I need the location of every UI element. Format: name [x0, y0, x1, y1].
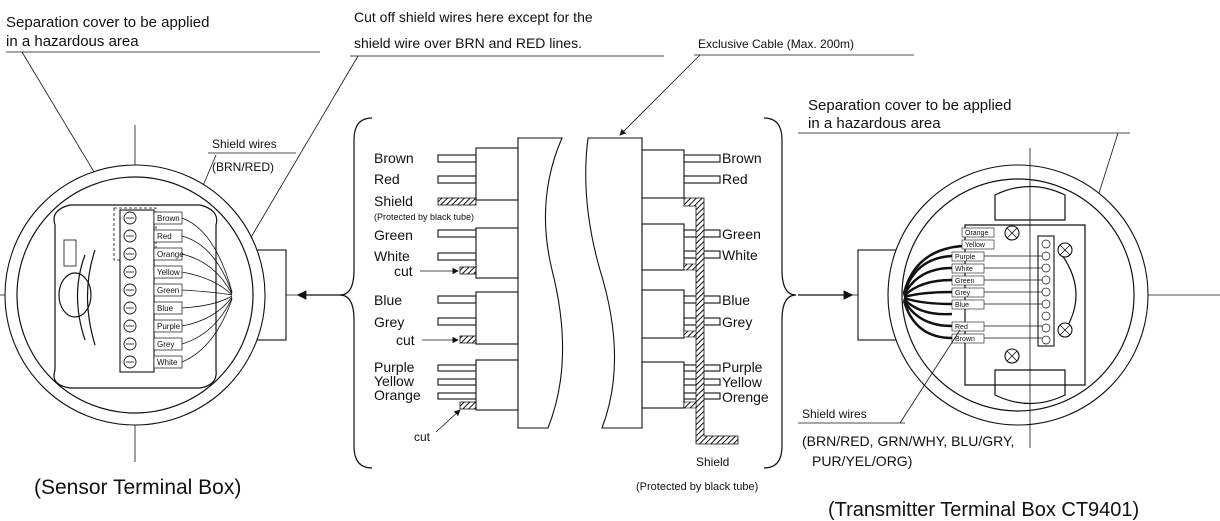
callout-cut-off: Cut off shield wires here except for the… — [213, 9, 664, 301]
left-label-cut2: cut — [396, 332, 415, 348]
left-brace — [339, 117, 373, 469]
left-label-green: Green — [374, 227, 413, 243]
tx-term-2: Yellow — [965, 242, 986, 249]
sensor-cover-line1: Separation cover to be applied — [6, 14, 209, 31]
sensor-terminal-block: Brown Red Orange Yellow Green Blue Purpl… — [119, 209, 184, 373]
tx-shield-line2: (BRN/RED, GRN/WHY, BLU/GRY, — [802, 433, 1014, 449]
right-label-grey: Grey — [722, 314, 752, 330]
transmitter-wires — [902, 244, 963, 340]
tx-term-3: Purple — [955, 254, 975, 261]
tx-term-7: Blue — [955, 302, 969, 309]
left-label-purple: Purple — [374, 359, 415, 375]
tx-term-5: Green — [955, 278, 975, 285]
tx-shield-line1: Shield wires — [802, 407, 867, 421]
callout-exclusive-cable: Exclusive Cable (Max. 200m) — [619, 37, 914, 136]
sensor-term-8: Grey — [157, 340, 174, 349]
caption-transmitter-box: (Transmitter Terminal Box CT9401) — [828, 499, 1139, 521]
sensor-shield-line2: (BRN/RED) — [212, 160, 274, 174]
sensor-cover-line2: in a hazardous area — [6, 33, 139, 50]
left-label-red: Red — [374, 171, 400, 187]
sensor-term-6: Blue — [157, 304, 174, 313]
cut-off-line2: shield wire over BRN and RED lines. — [354, 35, 582, 51]
left-label-grey: Grey — [374, 314, 404, 330]
left-label-cut3: cut — [414, 430, 431, 444]
transmitter-terminal-block: Orange Yellow Purple White Green Grey Bl… — [951, 227, 1055, 347]
right-label-orange: Orenge — [722, 389, 769, 405]
right-label-white: White — [722, 247, 758, 263]
left-label-shield-note: (Protected by black tube) — [374, 212, 474, 222]
transmitter-screws — [1004, 225, 1073, 364]
sensor-term-3: Orange — [157, 250, 184, 259]
sensor-term-2: Red — [157, 232, 172, 241]
right-label-green: Green — [722, 226, 761, 242]
transmitter-cover-line2: in a hazardous area — [808, 115, 941, 132]
tx-term-4: White — [955, 266, 973, 273]
transmitter-terminal-box: Orange Yellow Purple White Green Grey Bl… — [852, 148, 1220, 448]
cut-off-line1: Cut off shield wires here except for the — [354, 9, 593, 25]
tx-term-8: Red — [955, 324, 968, 331]
tx-term-1: Orange — [965, 230, 988, 237]
sensor-term-1: Brown — [157, 214, 180, 223]
left-label-yellow: Yellow — [374, 373, 415, 389]
right-label-brown: Brown — [722, 150, 762, 166]
sensor-term-5: Green — [157, 286, 179, 295]
sensor-shield-line1: Shield wires — [212, 137, 277, 151]
right-label-purple: Purple — [722, 359, 763, 375]
right-brace — [763, 117, 797, 469]
cable-body-right — [585, 137, 643, 429]
exclusive-cable-label: Exclusive Cable (Max. 200m) — [698, 37, 854, 51]
left-bundles — [475, 147, 519, 411]
left-label-blue: Blue — [374, 292, 402, 308]
tx-term-6: Grey — [955, 290, 971, 297]
left-label-brown: Brown — [374, 150, 414, 166]
tx-term-9: Brown — [955, 336, 975, 343]
cable-body-left — [517, 137, 564, 429]
sensor-terminal-box: Brown Red Orange Yellow Green Blue Purpl… — [0, 125, 300, 462]
left-label-orange: Orange — [374, 387, 421, 403]
callout-sensor-shield: Shield wires (BRN/RED) — [179, 137, 296, 241]
right-label-yellow: Yellow — [722, 374, 763, 390]
caption-sensor-box: (Sensor Terminal Box) — [34, 476, 241, 499]
right-label-red: Red — [722, 171, 748, 187]
right-label-shield-note: (Protected by black tube) — [636, 481, 758, 493]
transmitter-cover-line1: Separation cover to be applied — [808, 97, 1011, 114]
sensor-wires — [181, 217, 233, 363]
sensor-term-4: Yellow — [157, 268, 180, 277]
sensor-term-9: White — [157, 358, 178, 367]
left-label-shield: Shield — [374, 193, 413, 209]
right-shield-wire — [683, 197, 739, 445]
right-label-shield: Shield — [696, 455, 729, 469]
sensor-term-7: Purple — [157, 322, 181, 331]
callout-transmitter-shield: Shield wires (BRN/RED, GRN/WHY, BLU/GRY,… — [798, 329, 1014, 469]
tx-shield-line3: PUR/YEL/ORG) — [812, 453, 912, 469]
left-label-white: White — [374, 248, 410, 264]
right-bundles — [641, 149, 685, 409]
cable-diagram: Brown Red Shield (Protected by black tub… — [339, 117, 797, 493]
right-label-blue: Blue — [722, 292, 750, 308]
left-label-cut1: cut — [394, 263, 413, 279]
left-wire-stubs — [437, 154, 477, 400]
